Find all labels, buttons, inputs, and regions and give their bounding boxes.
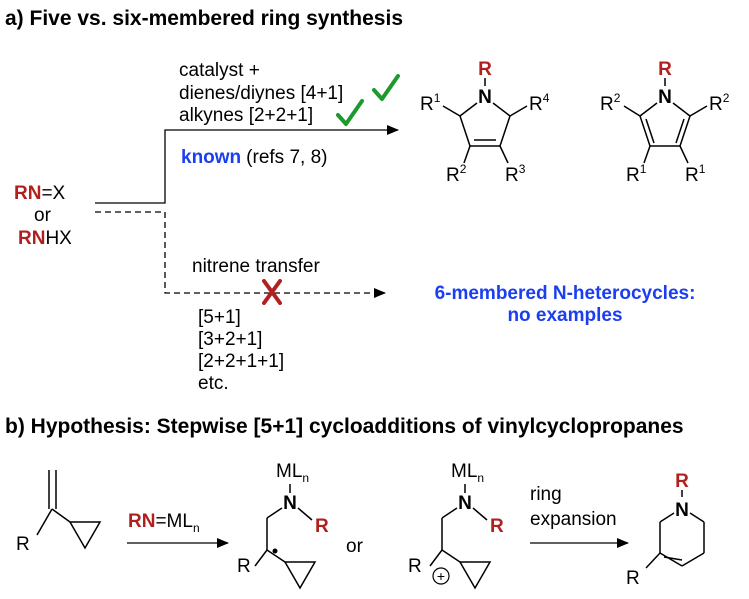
section-a-heading: a) Five vs. six-membered ring synthesis — [5, 7, 403, 30]
cation-N: N — [458, 493, 472, 514]
nitrene-transfer-label: nitrene transfer — [192, 256, 320, 277]
pyrroline-R2: R2 — [446, 162, 467, 186]
upper-path-arrow — [95, 125, 399, 204]
pyrrole-N: N — [658, 87, 672, 108]
mode-3: [2+2+1+1] — [198, 351, 284, 372]
result-line-1: 6-membered N-heterocycles: — [435, 283, 696, 304]
cation-R-red: R — [490, 516, 504, 537]
vinylcyclopropane-substrate: R — [16, 470, 102, 555]
pyrroline-R3: R3 — [505, 162, 526, 186]
step-label-2: expansion — [530, 509, 617, 530]
mode-1: [5+1] — [198, 307, 241, 328]
condition-line-3: alkynes [2+2+1] — [179, 105, 313, 126]
substrate-R: R — [16, 534, 30, 555]
pyrrole-R1-left: R1 — [626, 162, 647, 186]
or-text: or — [346, 536, 364, 557]
cation-R: R — [408, 556, 422, 577]
pyrrole-R1-right: R1 — [685, 162, 706, 186]
nitrene-reagent: RN=MLn — [128, 511, 200, 535]
radical-R-red: R — [315, 516, 329, 537]
condition-line-2: dienes/diynes [4+1] — [179, 83, 343, 104]
pyrroline-R4: R4 — [529, 91, 550, 115]
pyrrole-R: R — [658, 59, 672, 80]
pyrroline-R1: R1 — [420, 91, 441, 115]
product-R: R — [626, 568, 640, 589]
cross-x-icon — [262, 279, 282, 305]
radical-dot — [272, 548, 278, 554]
result-line-2: no examples — [507, 305, 622, 326]
mode-4: etc. — [198, 373, 229, 394]
radical-N: N — [283, 493, 297, 514]
cation-charge: + — [437, 568, 445, 584]
reagent-line1: RN=X — [14, 183, 66, 204]
radical-R: R — [237, 556, 251, 577]
product-R-red: R — [675, 471, 689, 492]
pyrroline-structure: R N R1 R4 R2 R3 — [420, 59, 550, 186]
lower-path-arrow — [95, 211, 386, 298]
reagent-line3: RNHX — [18, 228, 72, 249]
step-label-1: ring — [530, 484, 562, 505]
radical-ML: MLn — [276, 461, 309, 485]
pyrrole-R2-left: R2 — [600, 91, 621, 115]
pyrrole-structure: R N R2 R2 R1 R1 — [600, 59, 730, 186]
upper-conditions: catalyst + dienes/diynes [4+1] alkynes [… — [179, 60, 400, 168]
pyrroline-N: N — [478, 87, 492, 108]
reagent-block: RN=X or RNHX — [14, 183, 72, 249]
condition-line-1: catalyst + — [179, 60, 260, 81]
section-b-heading: b) Hypothesis: Stepwise [5+1] cycloaddit… — [5, 415, 684, 438]
check-icon — [336, 99, 364, 126]
radical-intermediate: MLn N R R — [237, 461, 329, 590]
tetrahydropyridine-product: R N R — [626, 471, 705, 589]
reagent-or: or — [34, 205, 52, 226]
known-status: known(refs 7, 8) — [181, 147, 327, 168]
cation-ML: MLn — [451, 461, 484, 485]
pyrrole-R2-right: R2 — [709, 91, 730, 115]
ring-expansion-arrow: ring expansion — [530, 484, 629, 548]
product-N: N — [675, 500, 689, 521]
cation-intermediate: + MLn N R R — [408, 461, 504, 590]
reagent-arrow: RN=MLn — [127, 511, 229, 548]
mode-2: [3+2+1] — [198, 329, 262, 350]
cation-charge-circle — [432, 567, 450, 585]
check-icon — [372, 74, 400, 101]
lower-conditions: nitrene transfer [5+1] [3+2+1] [2+2+1+1]… — [192, 256, 695, 394]
pyrroline-R: R — [478, 59, 492, 80]
